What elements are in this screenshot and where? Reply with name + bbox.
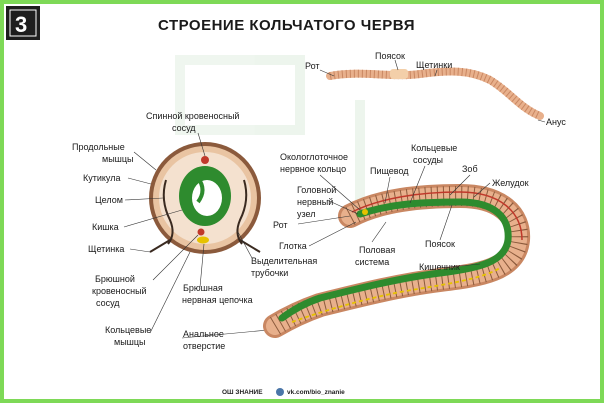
label-ext-mouth: Рот (305, 61, 320, 71)
label-reproductive-1: Половая (359, 245, 395, 255)
background-watermark (175, 55, 365, 200)
label-pharynx: Глотка (279, 241, 307, 251)
label-ring-muscles-1: Кольцевые (105, 325, 151, 335)
label-head-ganglion-1: Головной (297, 185, 336, 195)
label-nerve-ring-1: Окологлоточное (280, 152, 348, 162)
logo-glyph: 3 (15, 12, 27, 37)
label-nerve-ring-2: нервное кольцо (280, 164, 346, 174)
footer-link[interactable]: vk.com/bio_znanie (287, 389, 345, 396)
label-anus-opening-1: Анальное (183, 329, 224, 339)
label-cuticle: Кутикула (83, 173, 121, 183)
label-esophagus: Пищевод (370, 166, 409, 176)
cross-tubule-right (236, 179, 248, 245)
cross-dorsal-vessel (201, 156, 209, 164)
label-crop: Зоб (462, 164, 478, 174)
label-ring-vessels-2: сосуды (413, 155, 443, 165)
label-ventral-vessel-2: кровеносный (92, 286, 147, 296)
internal-head-ganglion (362, 209, 368, 215)
page-title: СТРОЕНИЕ КОЛЬЧАТОГО ЧЕРВЯ (158, 17, 415, 34)
label-coelom: Целом (95, 195, 123, 205)
internal-worm (263, 183, 531, 338)
label-head-ganglion-2: нервный (297, 197, 333, 207)
label-ring-vessels-1: Кольцевые (411, 143, 457, 153)
cross-section (149, 142, 261, 254)
label-long-muscles-1: Продольные (72, 142, 125, 152)
external-girdle (390, 69, 408, 79)
label-ventral-vessel-3: сосуд (96, 298, 120, 308)
internal-leader-lines (297, 165, 491, 269)
cross-ventral-vessel (197, 228, 205, 236)
label-int-intestine: Кишечник (419, 262, 460, 272)
label-ring-muscles-2: мышцы (114, 337, 146, 347)
footer-brand: ОШ ЗНАНИЕ (222, 389, 263, 396)
label-bristle: Щетинка (88, 244, 124, 254)
label-reproductive-2: система (355, 257, 389, 267)
label-excretory-2: трубочки (251, 268, 288, 278)
label-ventral-vessel-1: Брюшной (95, 274, 135, 284)
label-anus-opening-2: отверстие (183, 341, 225, 351)
label-ventral-nerve-1: Брюшная (183, 283, 223, 293)
label-stomach: Желудок (492, 178, 529, 188)
internal-gut (278, 198, 512, 322)
internal-nerve-cord (291, 267, 501, 323)
external-worm (326, 67, 544, 120)
label-int-girdle: Поясок (425, 239, 455, 249)
cross-leader-lines (123, 132, 291, 339)
logo-badge: 3 (6, 6, 40, 40)
cross-ventral-nerve (197, 236, 209, 244)
label-ext-anus: Анус (546, 117, 566, 127)
cross-bristle-left (149, 239, 171, 253)
internal-dorsal-vessel (351, 191, 523, 241)
label-long-muscles-2: мышцы (102, 154, 134, 164)
label-ext-girdle: Поясок (375, 51, 405, 61)
label-dorsal-vessel-1: Спинной кровеносный (146, 111, 239, 121)
footer: ОШ ЗНАНИЕ vk.com/bio_znanie (222, 388, 345, 396)
label-intestine: Кишка (92, 222, 119, 232)
cross-tubule-left (162, 179, 174, 245)
label-int-mouth: Рот (273, 220, 288, 230)
label-excretory-1: Выделительная (251, 256, 317, 266)
label-ext-bristles: Щетинки (416, 60, 452, 70)
cross-gut-lumen (192, 180, 222, 216)
label-head-ganglion-3: узел (297, 209, 315, 219)
vk-icon (276, 388, 284, 396)
label-ventral-nerve-2: нервная цепочка (182, 295, 253, 305)
label-dorsal-vessel-2: сосуд (172, 123, 196, 133)
external-labels (319, 59, 546, 123)
